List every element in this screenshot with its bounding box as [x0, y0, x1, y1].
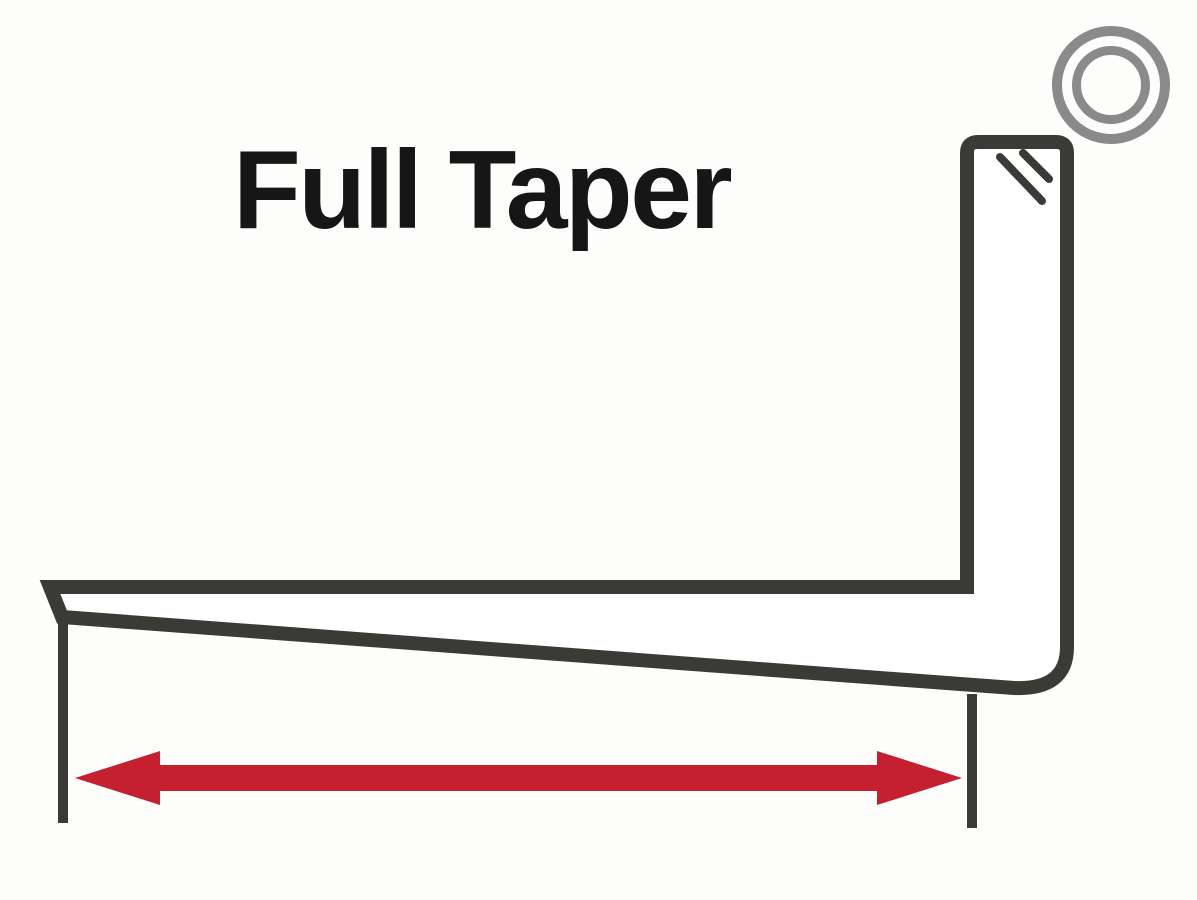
fork-profile-outline — [39, 135, 1074, 696]
taper-length-arrow — [75, 751, 962, 805]
inner-ring-icon — [1072, 46, 1150, 124]
page-title: Full Taper — [233, 128, 733, 252]
break-marks-icon — [996, 149, 1053, 205]
break-mark-long — [996, 153, 1046, 205]
outer-ring-icon — [1052, 26, 1170, 144]
target-rings-icon — [1052, 26, 1170, 144]
break-mark-short — [1019, 149, 1053, 183]
